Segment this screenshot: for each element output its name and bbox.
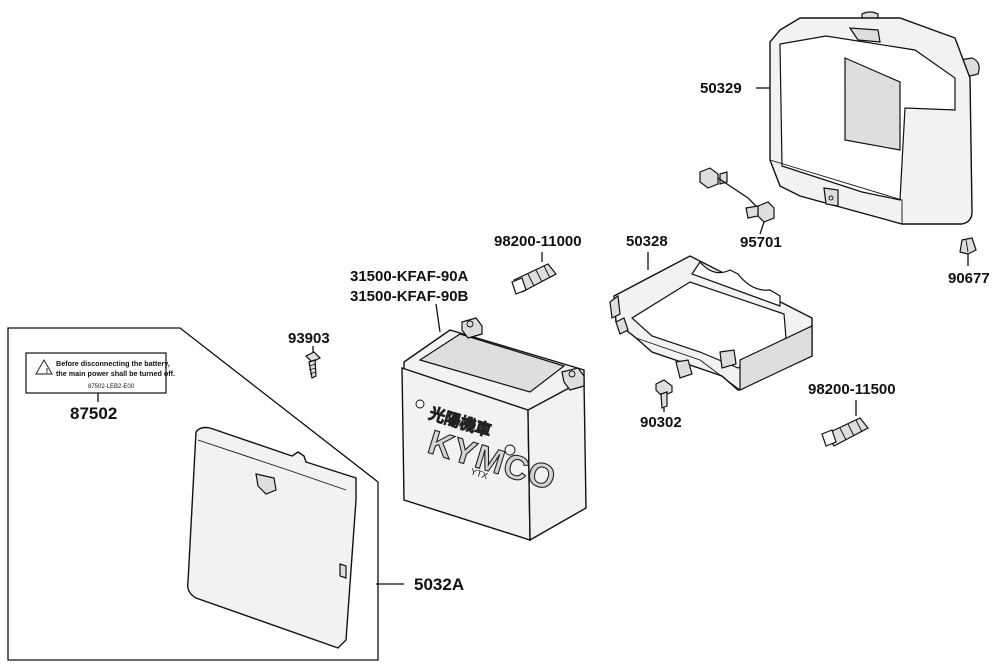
side-cover-panel (186, 426, 357, 649)
warning-code: 87502-LEB2-E00 (88, 384, 135, 390)
warning-decal: ! Before disconnecting the battery, the … (25, 352, 175, 394)
svg-text:!: ! (46, 366, 48, 375)
fuse-a (511, 263, 557, 295)
label-98200-11500: 98200-11500 (808, 381, 896, 398)
screw-93903 (304, 351, 322, 379)
bolt-90302 (655, 379, 673, 409)
warning-line-1: Before disconnecting the battery, (56, 359, 170, 368)
bolt-with-wire (699, 167, 775, 223)
label-90677: 90677 (948, 270, 990, 287)
battery-cover-box (769, 11, 980, 225)
warning-line-2: the main power shall be turned off. (56, 369, 175, 378)
fuse-b (821, 417, 869, 447)
label-90302: 90302 (640, 414, 682, 431)
label-31500-KFAF-90B: 31500-KFAF-90B (350, 288, 469, 305)
battery-model: YTX (469, 466, 489, 481)
side-cover-box (7, 327, 379, 661)
label-50328: 50328 (626, 233, 668, 250)
label-31500-KFAF-90A: 31500-KFAF-90A (350, 268, 469, 285)
label-5032A: 5032A (414, 575, 464, 594)
battery-holder-tray (609, 255, 813, 391)
label-50329: 50329 (700, 80, 742, 97)
label-87502: 87502 (70, 404, 117, 423)
label-98200-11000: 98200-11000 (494, 233, 582, 250)
label-93903: 93903 (288, 330, 330, 347)
clip-nut (959, 237, 977, 255)
battery: 光陽機車 KYMCO YTX (401, 317, 587, 542)
label-95701: 95701 (740, 234, 782, 251)
